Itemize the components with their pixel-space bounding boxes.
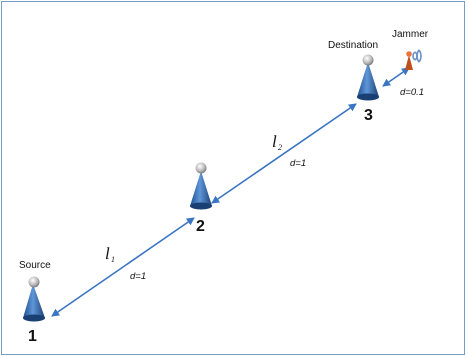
antenna-node-icon: [190, 162, 212, 210]
link-distance-label: d=1: [290, 158, 306, 169]
link-1-2: [51, 217, 195, 317]
jammer-distance-label: d=0.1: [400, 87, 424, 98]
link-subscript: 2: [278, 143, 282, 152]
link-name: l: [105, 244, 110, 263]
link-label-1: l 1 d=1: [105, 244, 146, 282]
node-2: 2: [190, 162, 212, 235]
node-role-label: Destination: [328, 40, 378, 51]
link-2-3: [211, 103, 357, 204]
jammer-tower-icon: [405, 49, 422, 70]
jammer-label: Jammer: [392, 29, 429, 40]
node-3: Destination 3: [328, 40, 379, 124]
link-3-jammer: [382, 67, 410, 87]
link-subscript: 1: [111, 255, 115, 264]
jammer: Jammer d=0.1: [392, 29, 429, 98]
node-number: 2: [196, 218, 205, 235]
node-1: Source 1: [19, 260, 51, 345]
node-number: 1: [28, 328, 37, 345]
link-distance-label: d=1: [130, 271, 146, 282]
node-role-label: Source: [19, 260, 51, 271]
antenna-node-icon: [357, 54, 379, 101]
link-label-2: l 2 d=1: [272, 132, 306, 169]
node-number: 3: [364, 107, 373, 124]
link-name: l: [272, 132, 277, 151]
antenna-node-icon: [23, 276, 45, 322]
